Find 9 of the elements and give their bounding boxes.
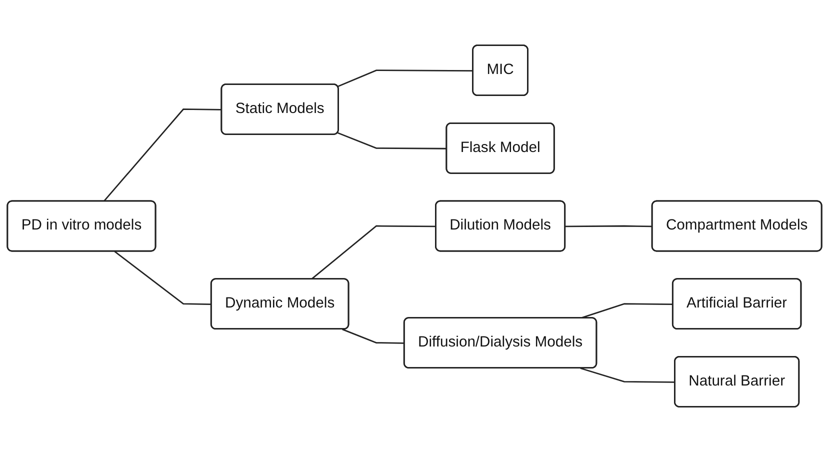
connector [338,132,447,150]
connector [580,368,676,383]
connector [114,250,212,305]
connector [580,303,674,319]
connector [310,225,436,280]
connector [565,225,653,228]
connector [337,70,474,88]
connector [103,108,222,202]
connector [342,328,405,344]
